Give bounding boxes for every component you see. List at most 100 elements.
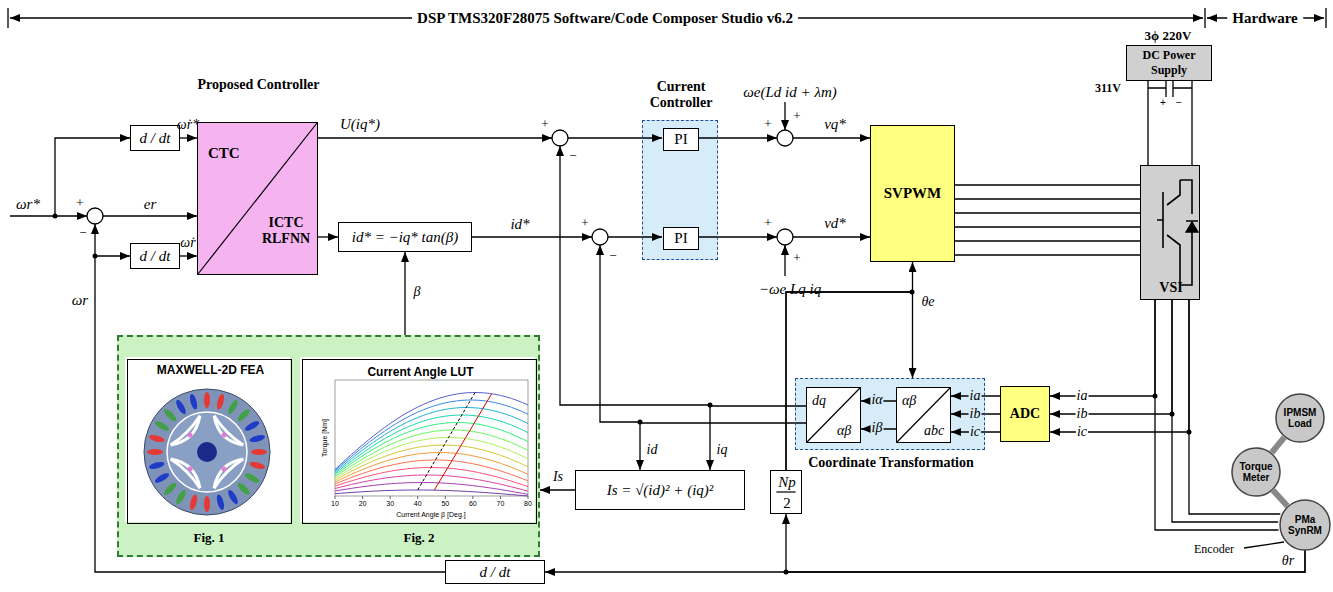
signal-label: 3ϕ 220V [1145, 28, 1192, 44]
axis-tick [445, 496, 446, 499]
axis-tick [528, 496, 529, 499]
summing-junction [87, 208, 103, 224]
signal-connector [1050, 300, 1172, 414]
rotor [167, 412, 247, 492]
stator-slot [148, 434, 165, 444]
axis-tick [417, 496, 418, 499]
derivative-box: d / dt [130, 125, 180, 151]
stator-slot [204, 392, 210, 408]
signal-label: 10 [331, 500, 339, 507]
signal-wire [698, 236, 777, 237]
controller-box: Proposed ControllerCTCICTC RLFNN [197, 122, 318, 275]
axis-tick [390, 496, 391, 499]
node-text: dq [812, 393, 826, 409]
lut-box: Current Angle LUT [302, 359, 537, 524]
edge-label: ia [1076, 389, 1089, 404]
signal-wire [103, 215, 197, 216]
node-text: MAXWELL-2D FEA [128, 363, 293, 377]
signal-wire [698, 137, 777, 138]
signal-label: 60 [469, 500, 477, 507]
stator-slot [251, 449, 267, 455]
signal-wire [793, 137, 870, 138]
signal-connector [786, 514, 1305, 572]
signal-label: U(iq*) [340, 116, 380, 133]
stator-slot [244, 419, 261, 432]
magnet [188, 433, 193, 438]
edge-label: θr [1281, 554, 1295, 569]
torque-curve [335, 490, 528, 496]
signal-label: ωr* [16, 196, 40, 213]
node-text: IPMSM Load [1279, 407, 1321, 429]
signal-label: vd* [824, 215, 846, 232]
signal-connector [540, 489, 575, 490]
node-text: αβ [902, 393, 916, 409]
inverter-box: VSI [1140, 165, 1200, 300]
node-text: d / dt [140, 248, 171, 265]
signal-label: + [1160, 97, 1166, 108]
leader-line [1244, 542, 1284, 548]
edge-label: β [413, 285, 422, 300]
signal-wire [784, 102, 785, 130]
signal-wire [600, 245, 640, 422]
node-text: PI [674, 131, 687, 148]
signal-label: 30 [386, 500, 394, 507]
node-text: αβ [837, 423, 851, 439]
signal-label: + [581, 215, 588, 231]
axis-tick [472, 496, 473, 499]
stator-slot [154, 419, 171, 432]
edge-label: ω̇r [179, 236, 196, 251]
signal-connector [710, 406, 806, 470]
stator-slot [226, 399, 239, 416]
stator-slot [215, 494, 225, 511]
node-text: abc [924, 423, 944, 439]
flux-barrier [171, 459, 200, 488]
stator-slot [215, 393, 225, 410]
signal-label: − [1176, 97, 1182, 108]
signal-label: ωr [72, 292, 88, 309]
edge-label: iα [870, 393, 883, 408]
node-text: Np [771, 474, 803, 491]
torque-curve [335, 408, 528, 473]
edge-label: ib [1076, 407, 1089, 422]
stator-slot [189, 393, 199, 410]
magnitude-box: Is = √(id)² + (iq)² [575, 470, 745, 510]
signal-connector [1050, 300, 1155, 396]
torque-meter: Torque Meter [1230, 448, 1282, 496]
signal-wire [318, 137, 552, 138]
signal-label: + [764, 116, 771, 132]
node-text: ADC [1010, 406, 1040, 422]
flux-barrier [214, 416, 243, 445]
node-text: Is = √(id)² + (iq)² [607, 482, 714, 499]
stator-slot [189, 494, 199, 511]
node-text: d / dt [140, 130, 171, 147]
signal-connector [1155, 300, 1280, 530]
stator-slot [204, 496, 210, 512]
node-text: d / dt [480, 564, 511, 581]
edge-label: ia [969, 389, 982, 404]
junction-dot [53, 214, 58, 219]
node-text: PMa SynRM [1283, 514, 1327, 536]
signal-wire [793, 236, 870, 237]
signal-label: + [793, 108, 800, 124]
signal-connector [1050, 300, 1189, 432]
stator [144, 389, 270, 515]
flux-barrier [171, 416, 200, 445]
stator-slot [162, 407, 178, 423]
stator-slot [244, 471, 261, 484]
signal-wire [472, 236, 592, 237]
lut-box-fill [300, 357, 535, 522]
signal-wire [560, 146, 710, 405]
edge-label: id [646, 443, 659, 458]
axis-tick [500, 496, 501, 499]
torque-curve [335, 445, 528, 480]
load-machine: IPMSM Load [1274, 394, 1326, 442]
svpwm-box: SVPWM [870, 125, 955, 262]
node-text: Current Controller [628, 79, 734, 111]
torque-curve [335, 460, 528, 484]
signal-wire [55, 138, 130, 216]
signal-label: Hardware [1227, 10, 1303, 27]
torque-curve [335, 430, 528, 477]
peak-line [418, 393, 475, 491]
stator-slot [148, 460, 165, 470]
stator-slot [249, 434, 266, 444]
